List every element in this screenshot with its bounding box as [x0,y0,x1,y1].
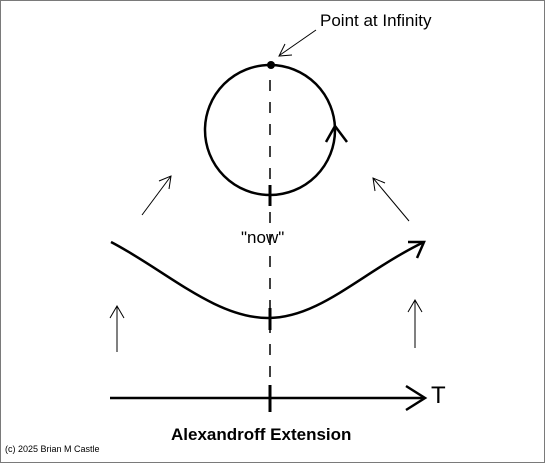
diagram-title: Alexandroff Extension [171,425,352,444]
now-label: "now" [241,228,285,247]
point-at-infinity-pointer-head [278,43,293,57]
right-diagonal-arrow-shaft [372,177,410,222]
time-axis-arrowhead [405,384,428,412]
bent-line-curve [110,240,425,320]
point-at-infinity-pointer-line [279,29,317,56]
left-diagonal-arrow-head [158,175,172,190]
time-axis-label: T [431,382,446,409]
right-diagonal-arrow-head [372,177,386,192]
point-at-infinity-label: Point at Infinity [320,11,432,30]
circle-direction-arrowhead [324,123,348,143]
right-up-arrow-head [407,299,423,313]
point-at-infinity-dot [267,61,275,69]
left-up-arrow-head [109,305,125,319]
copyright-notice: (c) 2025 Brian M Castle [5,444,100,454]
left-diagonal-arrow-shaft [141,175,172,216]
bent-line-arrowhead [408,240,426,259]
